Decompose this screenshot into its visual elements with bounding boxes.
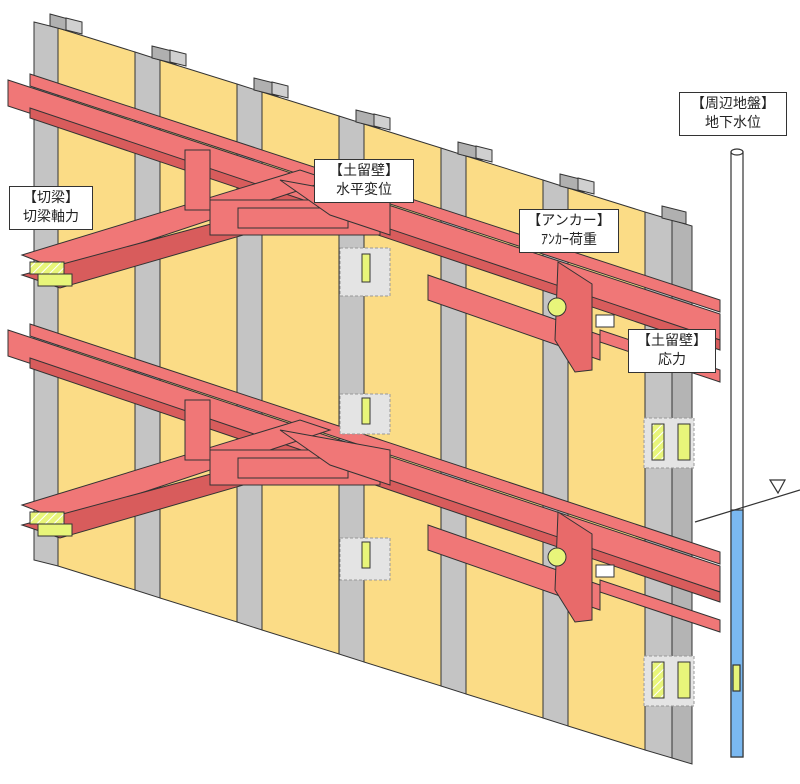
callout-title: 【アンカー】	[527, 213, 611, 229]
stress-gauges	[643, 417, 695, 707]
lower-lower-wale	[599, 579, 721, 633]
water-level-sensor	[732, 664, 741, 692]
callout-label: 応力	[658, 352, 686, 368]
callout-label: 切梁軸力	[23, 209, 79, 225]
callout-wall-displacement: 【土留壁】 水平変位	[314, 159, 414, 203]
inclinometer	[339, 247, 391, 297]
strut-axial-gauge	[29, 511, 65, 525]
callout-title: 【周辺地盤】	[691, 96, 775, 112]
callout-title: 【土留壁】	[637, 333, 707, 349]
water-level-triangle-icon	[768, 479, 787, 495]
strut-axial-gauge	[37, 523, 73, 537]
inclinometer	[339, 393, 391, 435]
water-level-line	[694, 489, 800, 523]
well-top	[730, 148, 744, 156]
lower-brace	[184, 399, 211, 461]
lower-anchor-bracket	[554, 511, 593, 623]
lower-support-level	[7, 323, 721, 633]
anchor-rod	[595, 564, 615, 578]
stress-gauge-set	[643, 417, 695, 469]
callout-title: 【切梁】	[23, 190, 79, 206]
stress-gauge-set	[643, 655, 695, 707]
upper-brace	[184, 149, 211, 211]
callout-groundwater: 【周辺地盤】 地下水位	[679, 92, 787, 136]
callout-title: 【土留壁】	[329, 163, 399, 179]
callout-label: ｱﾝｶｰ荷重	[541, 232, 597, 248]
upper-anchor-bracket	[554, 261, 593, 373]
strut-axial-gauge	[29, 261, 65, 275]
inclinometer-brackets	[339, 247, 391, 581]
anchor-load-cell	[547, 547, 567, 567]
h-pile	[33, 13, 83, 567]
callout-label: 地下水位	[705, 115, 761, 131]
callout-anchor: 【アンカー】 ｱﾝｶｰ荷重	[519, 209, 619, 253]
observation-well	[694, 148, 800, 758]
anchor-load-cell	[547, 297, 567, 317]
anchor-rod	[595, 314, 615, 328]
lower-brace-right	[279, 429, 391, 486]
inclinometer	[339, 537, 391, 581]
well-water	[730, 509, 744, 758]
h-pile	[134, 45, 187, 599]
callout-strut: 【切梁】 切梁軸力	[9, 186, 93, 230]
lower-wale-top	[29, 323, 721, 565]
callout-label: 水平変位	[336, 182, 392, 198]
callout-wall-stress: 【土留壁】 応力	[628, 329, 716, 373]
strut-axial-gauge	[37, 273, 73, 287]
